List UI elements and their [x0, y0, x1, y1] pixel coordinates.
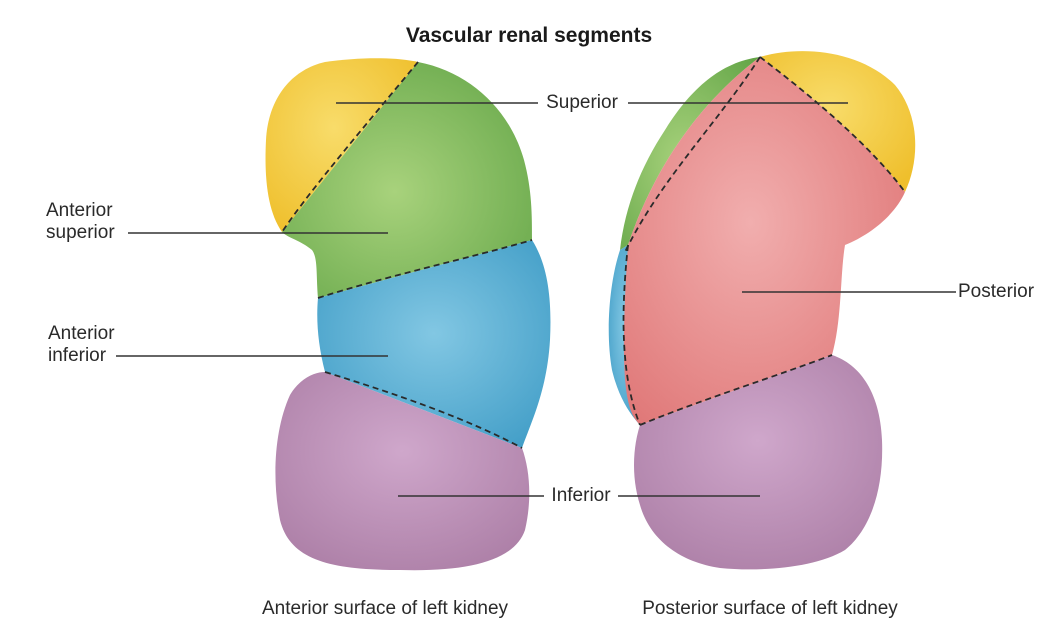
- label-inferior: Inferior: [551, 485, 611, 506]
- diagram-title: Vascular renal segments: [405, 24, 653, 47]
- left-kidney: [265, 58, 551, 571]
- caption-posterior-surface: Posterior surface of left kidney: [642, 598, 898, 619]
- segment-anterior-superior: [282, 62, 532, 298]
- segment-posterior: [623, 57, 905, 425]
- caption-anterior-surface: Anterior surface of left kidney: [261, 598, 509, 619]
- label-superior: Superior: [546, 92, 618, 113]
- label-anterior-inferior-line1: Anterior: [48, 323, 115, 344]
- segment-superior-left: [265, 58, 418, 232]
- segment-superior-right: [760, 51, 916, 192]
- label-posterior: Posterior: [958, 281, 1035, 302]
- label-anterior-inferior-line2: inferior: [48, 345, 107, 366]
- label-anterior-superior-line2: superior: [46, 222, 115, 243]
- label-anterior-superior-line1: Anterior: [46, 200, 113, 221]
- segment-inferior-left: [275, 372, 530, 571]
- label-anterior-inferior: Anterior inferior: [48, 323, 115, 367]
- right-kidney: [608, 51, 916, 570]
- label-anterior-superior: Anterior superior: [46, 200, 115, 244]
- segment-inferior-right: [634, 355, 883, 570]
- leader-lines: [116, 102, 956, 497]
- segment-anterior-inferior: [317, 240, 551, 448]
